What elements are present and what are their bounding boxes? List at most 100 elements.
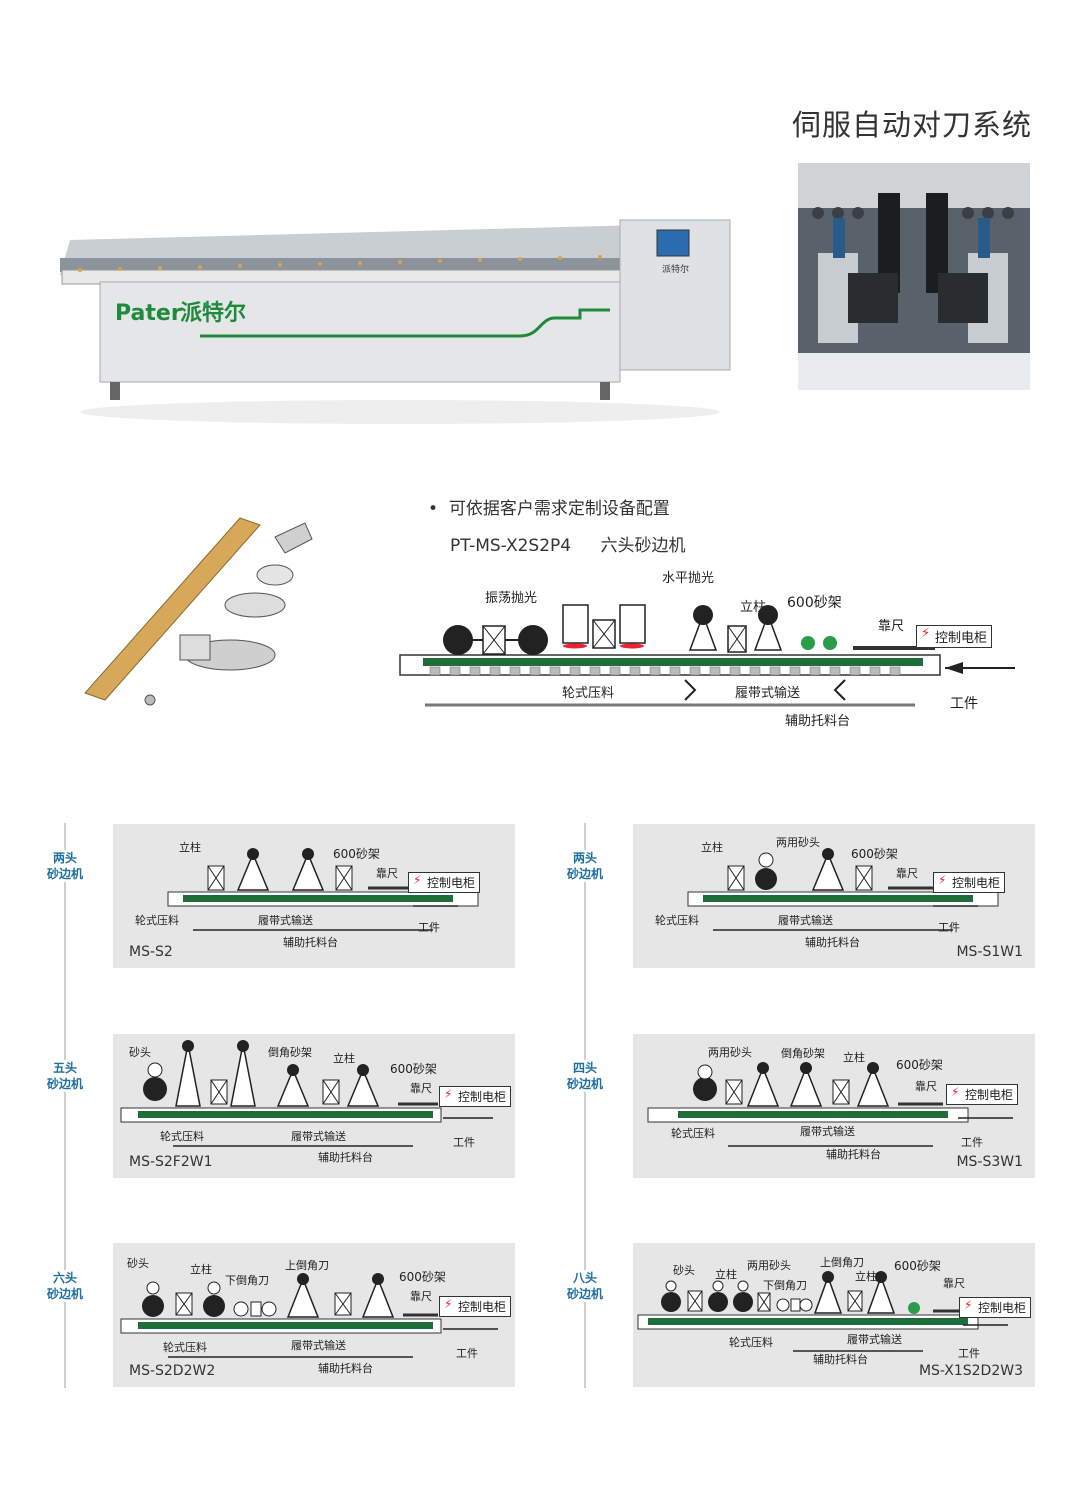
lightning-icon: ⚡: [938, 873, 947, 887]
label-vibrate: 振荡抛光: [485, 591, 538, 606]
model-code: PT-MS-X2S2P4: [450, 536, 572, 556]
panel-label: 工件: [453, 1136, 475, 1149]
label-support: 辅助托料台: [785, 714, 851, 729]
main-diagram: 振荡抛光 水平抛光 立柱 600砂架 靠尺 ⚡控制电柜 轮式压料 履带式输送 辅…: [395, 560, 1035, 740]
panel-label: 立柱: [843, 1051, 865, 1064]
panel-label: 轮式压料: [135, 914, 179, 927]
label-track: 履带式输送: [735, 686, 801, 701]
panel-label: 下倒角刀: [763, 1279, 807, 1292]
sanding-head-illustration: [80, 515, 320, 715]
lightning-icon: ⚡: [413, 873, 422, 887]
label-frame600: 600砂架: [787, 595, 842, 611]
panel-label: 靠尺: [915, 1080, 937, 1093]
panel-label: 立柱: [701, 841, 723, 854]
panel-label: 辅助托料台: [805, 936, 860, 949]
panel-label: 靠尺: [410, 1082, 432, 1095]
timeline-left: [64, 823, 66, 1388]
servo-system-photo: [798, 163, 1030, 390]
panel-label: 履带式输送: [847, 1333, 902, 1346]
panel-label: 工件: [961, 1136, 983, 1149]
panel-label: 工件: [418, 921, 440, 934]
panel-label: 砂头: [673, 1264, 695, 1277]
logo-latin: Pater: [115, 301, 182, 326]
label-horizontal: 水平抛光: [662, 571, 715, 586]
model-name: 六头砂边机: [600, 536, 686, 556]
panel-label: 靠尺: [376, 867, 398, 880]
panel-label: 辅助托料台: [826, 1148, 881, 1161]
logo-cn: 派特尔: [180, 300, 246, 326]
panel-label: 履带式输送: [291, 1339, 346, 1352]
panel-label: 工件: [456, 1347, 478, 1360]
panel-label: 600砂架: [851, 847, 898, 861]
panel-label: 轮式压料: [729, 1336, 773, 1349]
panel-label: 600砂架: [896, 1058, 943, 1072]
control-cabinet-label: ⚡控制电柜: [946, 1084, 1019, 1105]
control-cabinet-label: ⚡控制电柜: [439, 1086, 512, 1107]
panel-label: 上倒角刀: [285, 1259, 329, 1272]
category-label: 两头 砂边机: [30, 850, 100, 882]
panel-label: 倒角砂架: [781, 1047, 825, 1060]
category-label: 两头 砂边机: [550, 850, 620, 882]
config-panel: 两用砂头 倒角砂架 立柱 600砂架 靠尺 ⚡控制电柜 轮式压料 履带式输送 工…: [633, 1034, 1035, 1178]
panel-label: 履带式输送: [800, 1125, 855, 1138]
category-label: 八头 砂边机: [550, 1270, 620, 1302]
control-cabinet-label: ⚡控制电柜: [933, 872, 1006, 893]
control-cabinet-label: ⚡控制电柜: [439, 1296, 512, 1317]
config-panel: 砂头 立柱 下倒角刀 上倒角刀 600砂架 靠尺 ⚡控制电柜 轮式压料 履带式输…: [113, 1243, 515, 1387]
panel-label: 轮式压料: [163, 1341, 207, 1354]
panel-label: 600砂架: [894, 1259, 941, 1273]
category-label: 六头 砂边机: [30, 1270, 100, 1302]
panel-label: 砂头: [127, 1257, 149, 1270]
control-cabinet-label: ⚡控制电柜: [959, 1297, 1032, 1318]
panel-label: 600砂架: [399, 1270, 446, 1284]
panel-model: MS-S1W1: [956, 944, 1023, 960]
control-cabinet-label: ⚡控制电柜: [916, 625, 993, 648]
panel-label: 辅助托料台: [318, 1362, 373, 1375]
page-title: 伺服自动对刀系统: [792, 108, 1033, 142]
lightning-icon: ⚡: [444, 1297, 453, 1311]
panel-model: MS-S3W1: [956, 1154, 1023, 1170]
panel-model: MS-X1S2D2W3: [918, 1363, 1023, 1379]
panel-label: 砂头: [129, 1046, 151, 1059]
feature-bullet: • 可依据客户需求定制设备配置: [428, 499, 670, 519]
panel-model: MS-S2F2W1: [129, 1154, 213, 1170]
panel-brand: 派特尔: [662, 263, 689, 275]
control-cabinet-label: ⚡控制电柜: [408, 872, 481, 893]
panel-label: 两用砂头: [776, 836, 820, 849]
panel-label: 下倒角刀: [225, 1274, 269, 1287]
panel-label: 立柱: [190, 1263, 212, 1276]
panel-label: 立柱: [715, 1268, 737, 1281]
panel-label: 辅助托料台: [283, 936, 338, 949]
panel-label: 辅助托料台: [813, 1353, 868, 1366]
panel-label: 靠尺: [943, 1277, 965, 1290]
panel-label: 轮式压料: [160, 1130, 204, 1143]
lightning-icon: ⚡: [444, 1087, 453, 1101]
panel-label: 轮式压料: [655, 914, 699, 927]
label-fence: 靠尺: [878, 619, 905, 634]
panel-label: 600砂架: [333, 847, 380, 861]
label-wheel-press: 轮式压料: [562, 686, 615, 701]
category-label: 五头 砂边机: [30, 1060, 100, 1092]
panel-label: 两用砂头: [747, 1259, 791, 1272]
panel-label: 履带式输送: [258, 914, 313, 927]
panel-label: 立柱: [333, 1052, 355, 1065]
panel-label: 轮式压料: [671, 1127, 715, 1140]
label-column: 立柱: [740, 600, 767, 615]
panel-label: 倒角砂架: [268, 1046, 312, 1059]
panel-label: 立柱: [179, 841, 201, 854]
panel-label: 靠尺: [410, 1290, 432, 1303]
panel-model: MS-S2: [129, 944, 173, 960]
panel-label: 辅助托料台: [318, 1151, 373, 1164]
panel-label: 工件: [938, 921, 960, 934]
lightning-icon: ⚡: [964, 1298, 973, 1312]
panel-label: 两用砂头: [708, 1046, 752, 1059]
model-line: PT-MS-X2S2P4 六头砂边机: [450, 531, 710, 556]
lightning-icon: ⚡: [921, 626, 931, 641]
panel-label: 工件: [958, 1347, 980, 1360]
machine-image: 派特尔 Pater 派特尔: [40, 200, 740, 430]
config-panel: 立柱 两用砂头 600砂架 靠尺 ⚡控制电柜 轮式压料 履带式输送 工件 辅助托…: [633, 824, 1035, 968]
panel-label: 上倒角刀: [820, 1256, 864, 1269]
label-workpiece: 工件: [950, 696, 978, 712]
panel-label: 靠尺: [896, 867, 918, 880]
panel-label: 履带式输送: [291, 1130, 346, 1143]
